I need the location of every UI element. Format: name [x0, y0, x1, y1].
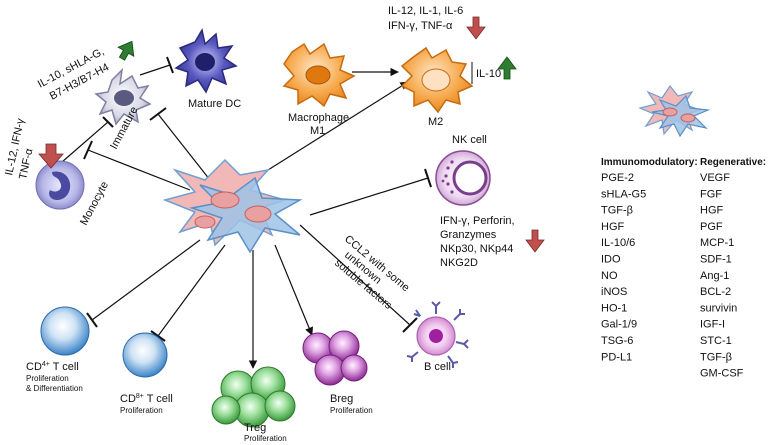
regenerative-item: PGF [700, 221, 723, 233]
immunomodulatory-item: iNOS [601, 286, 627, 298]
immunomodulatory-item: Gal-1/9 [601, 319, 637, 331]
up-arrow-icon [117, 40, 135, 61]
inhibit-bar-imm-mature [166, 56, 174, 74]
regenerative-item: Ang-1 [700, 270, 729, 282]
nk-factor-line-1: IFN-γ, Perforin, [440, 215, 515, 227]
regenerative-item: survivin [700, 302, 737, 314]
macrophage-label: Macrophage [288, 112, 349, 124]
treg-sub: Proliferation [244, 434, 287, 443]
mature-dc-label: Mature DC [188, 98, 241, 110]
breg-sub: Proliferation [330, 406, 373, 415]
inhibit-bar-cd8 [150, 330, 166, 342]
msc-cluster [162, 158, 303, 254]
regenerative-item: STC-1 [700, 335, 732, 347]
macrophage-m1-cell [282, 42, 356, 108]
immunomodulatory-item: PD-L1 [601, 351, 632, 363]
regenerative-item: SDF-1 [700, 254, 732, 266]
cd8-t-cell [122, 332, 168, 378]
nk-cell-label: NK cell [452, 134, 487, 146]
regenerative-item: TGF-β [700, 351, 732, 363]
inhibit-line-immature [157, 113, 211, 181]
connectors [61, 56, 432, 369]
m1-label: M1 [310, 125, 325, 137]
immunomodulatory-item: IL-10/6 [601, 237, 635, 249]
regenerative-item: FGF [700, 188, 722, 200]
treg-label: Treg [244, 422, 266, 434]
down-arrow-icon [466, 16, 486, 40]
inhibit-bar-nk [424, 168, 432, 188]
regenerative-title: Regenerative: [700, 157, 766, 168]
inhibit-bar-immature [149, 107, 167, 121]
inhibit-line-imm-mature [139, 64, 171, 76]
up-arrow-icon [497, 56, 517, 80]
m2-label: M2 [428, 116, 443, 128]
arrow-msc-breg [274, 244, 314, 336]
immunomodulatory-item: sHLA-G5 [601, 188, 646, 200]
immunomodulatory-item: HO-1 [601, 302, 627, 314]
nk-factor-line-3: NKp30, NKp44 [440, 243, 513, 255]
cd4-sub-line-2: & Differentiation [26, 384, 83, 393]
regenerative-item: BCL-2 [700, 286, 731, 298]
b-cell-label: B cell [424, 361, 451, 373]
immunomodulatory-item: HGF [601, 221, 625, 233]
inhibit-line-bcell [299, 224, 411, 326]
cd4-t-cell [40, 306, 90, 356]
cd8-label: CD8+ T cell [120, 393, 173, 405]
inhibit-line-monocyte [87, 149, 191, 191]
immunomodulatory-item: TGF-β [601, 205, 633, 217]
cd8-sub-line-1: Proliferation [120, 406, 163, 415]
treg-cluster [211, 366, 296, 428]
immunomodulatory-item: PGE-2 [601, 172, 634, 184]
msc-nucleus-1 [210, 191, 240, 209]
inhibit-bar-monocyte [83, 140, 93, 160]
msc-nucleus-3 [194, 215, 216, 229]
regenerative-item: GM-CSF [700, 368, 744, 380]
regenerative-item: IGF-I [700, 319, 725, 331]
immunomodulatory-item: TSG-6 [601, 335, 633, 347]
inhibit-line-cd4 [91, 239, 201, 321]
inhibit-line-cd8 [157, 244, 226, 337]
b-cell [406, 301, 469, 368]
inhibit-bar-bcell [402, 317, 418, 333]
cd4-superscript: 4+ [42, 361, 50, 368]
immunomodulatory-item: NO [601, 270, 618, 282]
mature-dc-cell [174, 27, 238, 94]
legend-msc-icon [638, 84, 711, 138]
m2-top-factor-line-2: IFN-γ, TNF-α [388, 20, 453, 32]
cd4-sub-line-1: Proliferation [26, 374, 69, 383]
inhibit-line-nk [309, 177, 429, 216]
down-arrow-icon [38, 143, 64, 169]
regenerative-item: VEGF [700, 172, 730, 184]
monocyte-cell [35, 160, 85, 210]
regenerative-item: HGF [700, 205, 724, 217]
immunomodulatory-item: IDO [601, 254, 621, 266]
immunomodulatory-title: Immunomodulatory: [601, 157, 698, 168]
nk-factor-line-4: NKG2D [440, 257, 478, 269]
m2-side-factor: IL-10 [476, 68, 501, 80]
inhibit-bar-cd4 [86, 312, 98, 328]
nk-factor-line-2: Granzymes [440, 229, 497, 241]
immature-dc-cell [94, 67, 152, 126]
breg-label: Breg [330, 393, 353, 405]
m2-top-factor-line-1: IL-12, IL-1, IL-6 [388, 5, 463, 17]
cd8-superscript: 8+ [136, 393, 144, 400]
regenerative-item: MCP-1 [700, 237, 734, 249]
msc-nucleus-2 [244, 205, 272, 223]
inhibit-bar-mono-imm [102, 116, 114, 128]
down-arrow-icon [525, 229, 545, 253]
inhibit-line-mono-imm [61, 121, 109, 163]
nk-cell [435, 150, 491, 206]
m2-cell [400, 46, 474, 114]
arrow-msc-m2 [267, 81, 409, 171]
breg-cluster [302, 330, 368, 386]
cd4-label: CD4+ T cell [26, 361, 79, 373]
